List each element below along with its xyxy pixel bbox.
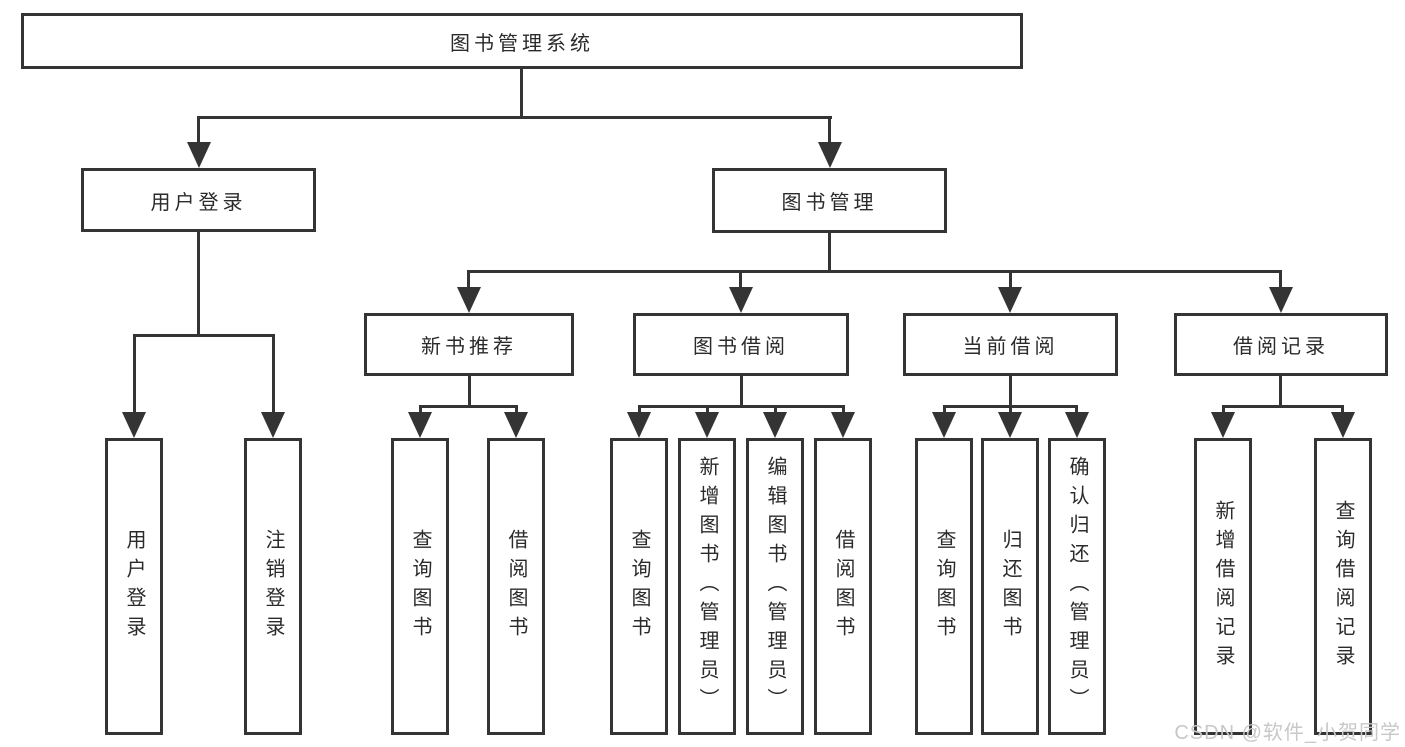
node-logout: 注销登录 (244, 438, 302, 735)
node-query-borrow-record-label: 查询借阅记录 (1332, 499, 1354, 674)
node-new-book-recommend-label: 新书推荐 (421, 336, 517, 358)
node-borrowing-records: 借阅记录 (1174, 313, 1388, 376)
connector-line (1279, 376, 1282, 407)
arrow-down-icon (261, 412, 285, 438)
connector-line (197, 232, 200, 336)
connector-line (133, 334, 274, 337)
connector-line (1222, 405, 1344, 408)
node-add-borrow-record: 新增借阅记录 (1194, 438, 1252, 735)
connector-line (1009, 376, 1012, 407)
node-user-login: 用户登录 (81, 168, 316, 232)
node-add-books-admin: 新增图书（管理员） (678, 438, 736, 735)
connector-line (467, 270, 470, 290)
node-book-management: 图书管理 (712, 168, 947, 233)
node-return-books: 归还图书 (981, 438, 1039, 735)
node-add-books-admin-label: 新增图书（管理员） (696, 456, 718, 717)
connector-line (638, 405, 641, 415)
connector-line (828, 116, 831, 144)
node-query-books-borrow: 查询图书 (610, 438, 668, 735)
csdn-watermark: CSDN @软件_小贺同学 (1174, 722, 1401, 744)
connector-line (740, 376, 743, 407)
connector-line (198, 116, 832, 119)
arrow-down-icon (818, 142, 842, 168)
node-query-books-current-label: 查询图书 (933, 528, 955, 645)
connector-line (1075, 405, 1078, 415)
arrow-down-icon (729, 287, 753, 313)
arrow-down-icon (998, 412, 1022, 438)
arrow-down-icon (763, 412, 787, 438)
connector-line (520, 69, 523, 118)
connector-line (1222, 405, 1225, 415)
node-return-books-label: 归还图书 (999, 528, 1021, 645)
connector-line (515, 405, 518, 415)
connector-line (272, 334, 275, 416)
connector-line (774, 405, 777, 415)
connector-line (419, 405, 422, 415)
node-current-borrowing-label: 当前借阅 (962, 336, 1059, 358)
arrow-down-icon (187, 142, 211, 168)
node-query-books-current: 查询图书 (915, 438, 973, 735)
arrow-down-icon (504, 412, 528, 438)
connector-line (467, 270, 1282, 273)
node-root: 图书管理系统 (21, 13, 1023, 69)
node-book-borrowing: 图书借阅 (633, 313, 849, 376)
arrow-down-icon (408, 412, 432, 438)
arrow-down-icon (1065, 412, 1089, 438)
node-book-borrowing-label: 图书借阅 (693, 336, 789, 358)
node-confirm-return-admin: 确认归还（管理员） (1048, 438, 1106, 735)
connector-line (1279, 270, 1282, 290)
connector-line (842, 405, 845, 415)
connector-line (1341, 405, 1344, 415)
arrow-down-icon (457, 287, 481, 313)
node-root-label: 图书管理系统 (450, 32, 594, 55)
connector-line (419, 405, 518, 408)
node-borrow-books: 借阅图书 (814, 438, 872, 735)
connector-line (706, 405, 709, 415)
node-edit-books-admin-label: 编辑图书（管理员） (764, 456, 786, 717)
arrow-down-icon (1269, 287, 1293, 313)
node-user-login-leaf-label: 用户登录 (123, 528, 145, 645)
connector-line (739, 270, 742, 290)
connector-line (468, 376, 471, 407)
connector-line (828, 233, 831, 273)
node-user-login-label: 用户登录 (150, 191, 247, 214)
arrow-down-icon (831, 412, 855, 438)
node-edit-books-admin: 编辑图书（管理员） (746, 438, 804, 735)
node-query-books-borrow-label: 查询图书 (628, 528, 650, 645)
arrow-down-icon (627, 412, 651, 438)
connector-line (943, 405, 946, 415)
node-borrowing-records-label: 借阅记录 (1233, 336, 1329, 358)
node-borrow-books-label: 借阅图书 (832, 528, 854, 645)
arrow-down-icon (122, 412, 146, 438)
node-current-borrowing: 当前借阅 (903, 313, 1118, 376)
node-book-management-label: 图书管理 (781, 192, 878, 214)
arrow-down-icon (1211, 412, 1235, 438)
node-borrow-books-recommend: 借阅图书 (487, 438, 545, 735)
node-query-books-recommend: 查询图书 (391, 438, 449, 735)
arrow-down-icon (932, 412, 956, 438)
arrow-down-icon (998, 287, 1022, 313)
node-confirm-return-admin-label: 确认归还（管理员） (1066, 456, 1088, 717)
node-add-borrow-record-label: 新增借阅记录 (1212, 499, 1234, 674)
connector-line (133, 334, 136, 416)
arrow-down-icon (1331, 412, 1355, 438)
node-logout-label: 注销登录 (262, 528, 284, 645)
node-new-book-recommend: 新书推荐 (364, 313, 574, 376)
connector-line (1009, 270, 1012, 290)
node-borrow-books-recommend-label: 借阅图书 (505, 528, 527, 645)
connector-line (1009, 405, 1012, 415)
node-query-borrow-record: 查询借阅记录 (1314, 438, 1372, 735)
connector-line (197, 116, 200, 144)
node-query-books-recommend-label: 查询图书 (409, 528, 431, 645)
arrow-down-icon (695, 412, 719, 438)
node-user-login-leaf: 用户登录 (105, 438, 163, 735)
connector-line (638, 405, 844, 408)
